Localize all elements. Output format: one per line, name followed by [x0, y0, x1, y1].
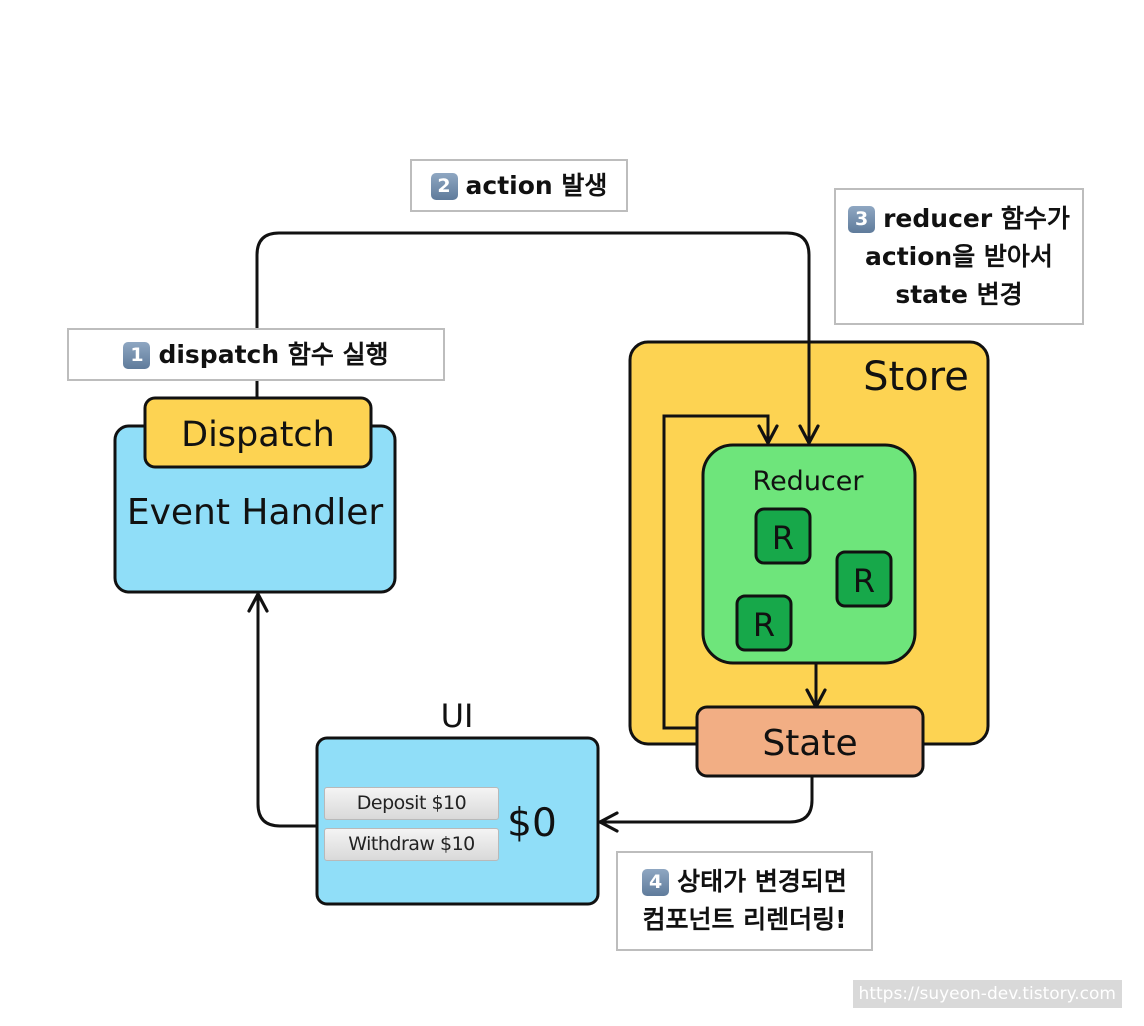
store-label: Store: [863, 354, 969, 400]
ui-to-event-handler-arrow: [247, 592, 317, 828]
watermark: https://suyeon-dev.tistory.com: [852, 980, 1122, 1008]
reducer-label: Reducer: [753, 466, 865, 497]
balance-display: $0: [507, 801, 557, 846]
withdraw-button[interactable]: Withdraw $10: [324, 828, 499, 861]
step-4-text-line-2: 컴포넌트 리렌더링!: [642, 905, 847, 934]
reducer-unit-2: [835, 550, 893, 608]
reducer-unit-2-label: R: [853, 562, 875, 600]
state-to-ui-arrow: [598, 776, 814, 833]
reducer-unit-3: [735, 594, 793, 652]
step-2-callout: 2 action 발생: [410, 159, 628, 212]
step-4-text-line-1: 상태가 변경되면: [677, 867, 847, 896]
ui-box: [315, 736, 600, 906]
state-box: [695, 705, 925, 778]
reducer-unit-1-label: R: [772, 519, 794, 557]
step-3-callout: 3 reducer 함수가 action을 받아서 state 변경: [834, 188, 1084, 325]
step-4-callout: 4 상태가 변경되면 컴포넌트 리렌더링!: [616, 851, 873, 951]
deposit-button[interactable]: Deposit $10: [324, 787, 499, 820]
ui-label: UI: [441, 697, 474, 735]
reducer-unit-1: [754, 507, 812, 565]
step-3-number-badge: 3: [848, 206, 876, 233]
event-handler-label: Event Handler: [127, 492, 384, 533]
dispatch-to-store-arrow: [255, 231, 820, 445]
step-2-text: action 발생: [465, 171, 608, 200]
state-label: State: [762, 723, 857, 764]
dispatch-label: Dispatch: [181, 415, 335, 455]
state-to-reducer-loop-arrow: [662, 414, 779, 730]
step-2-number-badge: 2: [430, 173, 458, 200]
step-3-text-line-2: action을 받아서: [865, 242, 1053, 271]
reducer-unit-3-label: R: [753, 606, 775, 644]
step-1-number-badge: 1: [123, 342, 151, 369]
step-3-text-line-1: reducer 함수가: [883, 204, 1070, 233]
step-4-number-badge: 4: [642, 869, 670, 896]
step-1-text: dispatch 함수 실행: [158, 340, 389, 369]
step-3-text-line-3: state 변경: [895, 280, 1023, 309]
step-1-callout: 1 dispatch 함수 실행: [67, 328, 445, 381]
